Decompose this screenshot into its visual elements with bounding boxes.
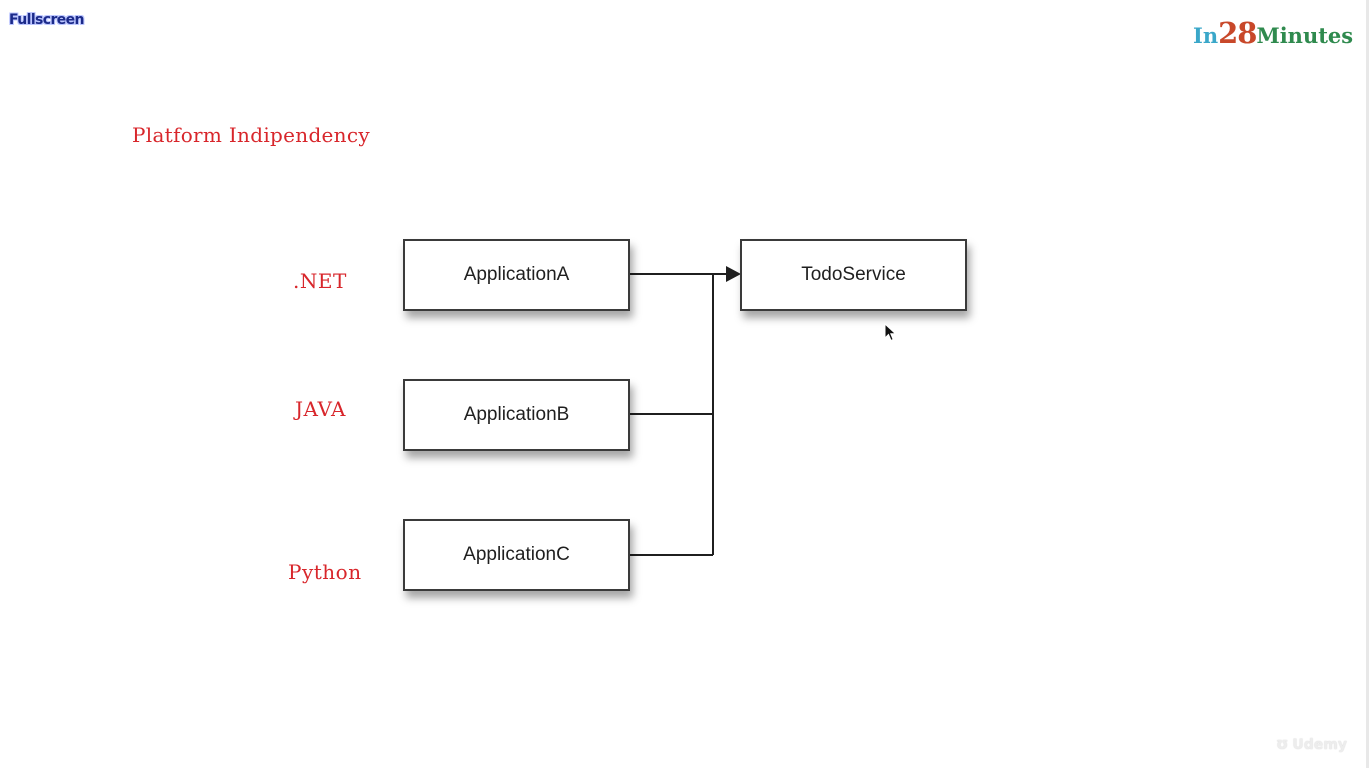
logo-minutes-text: Minutes	[1256, 23, 1354, 48]
application-a-label: ApplicationA	[463, 264, 570, 285]
application-b-label: ApplicationB	[463, 404, 570, 425]
fullscreen-button[interactable]: Fullscreen	[9, 12, 85, 28]
udemy-logo-icon: ʊ	[1276, 734, 1289, 753]
application-a-box: ApplicationA	[403, 239, 630, 311]
mouse-pointer-icon	[884, 323, 897, 342]
application-b-box: ApplicationB	[403, 379, 630, 451]
application-c-label: ApplicationC	[463, 544, 570, 565]
platform-label-dotnet: .NET	[293, 269, 347, 293]
arrowhead-icon	[726, 266, 741, 282]
udemy-watermark-text: Udemy	[1292, 737, 1347, 753]
right-edge-strip	[1366, 0, 1369, 768]
slide-title: Platform Indipendency	[132, 123, 370, 147]
platform-label-java: JAVA	[295, 397, 346, 421]
logo-in-text: In	[1193, 23, 1219, 48]
logo-number-text: 28	[1218, 16, 1257, 50]
platform-label-python: Python	[288, 560, 362, 584]
application-c-box: ApplicationC	[403, 519, 630, 591]
todo-service-box: TodoService	[740, 239, 967, 311]
in28minutes-logo: In28Minutes	[1193, 16, 1353, 50]
todo-service-label: TodoService	[801, 264, 906, 285]
